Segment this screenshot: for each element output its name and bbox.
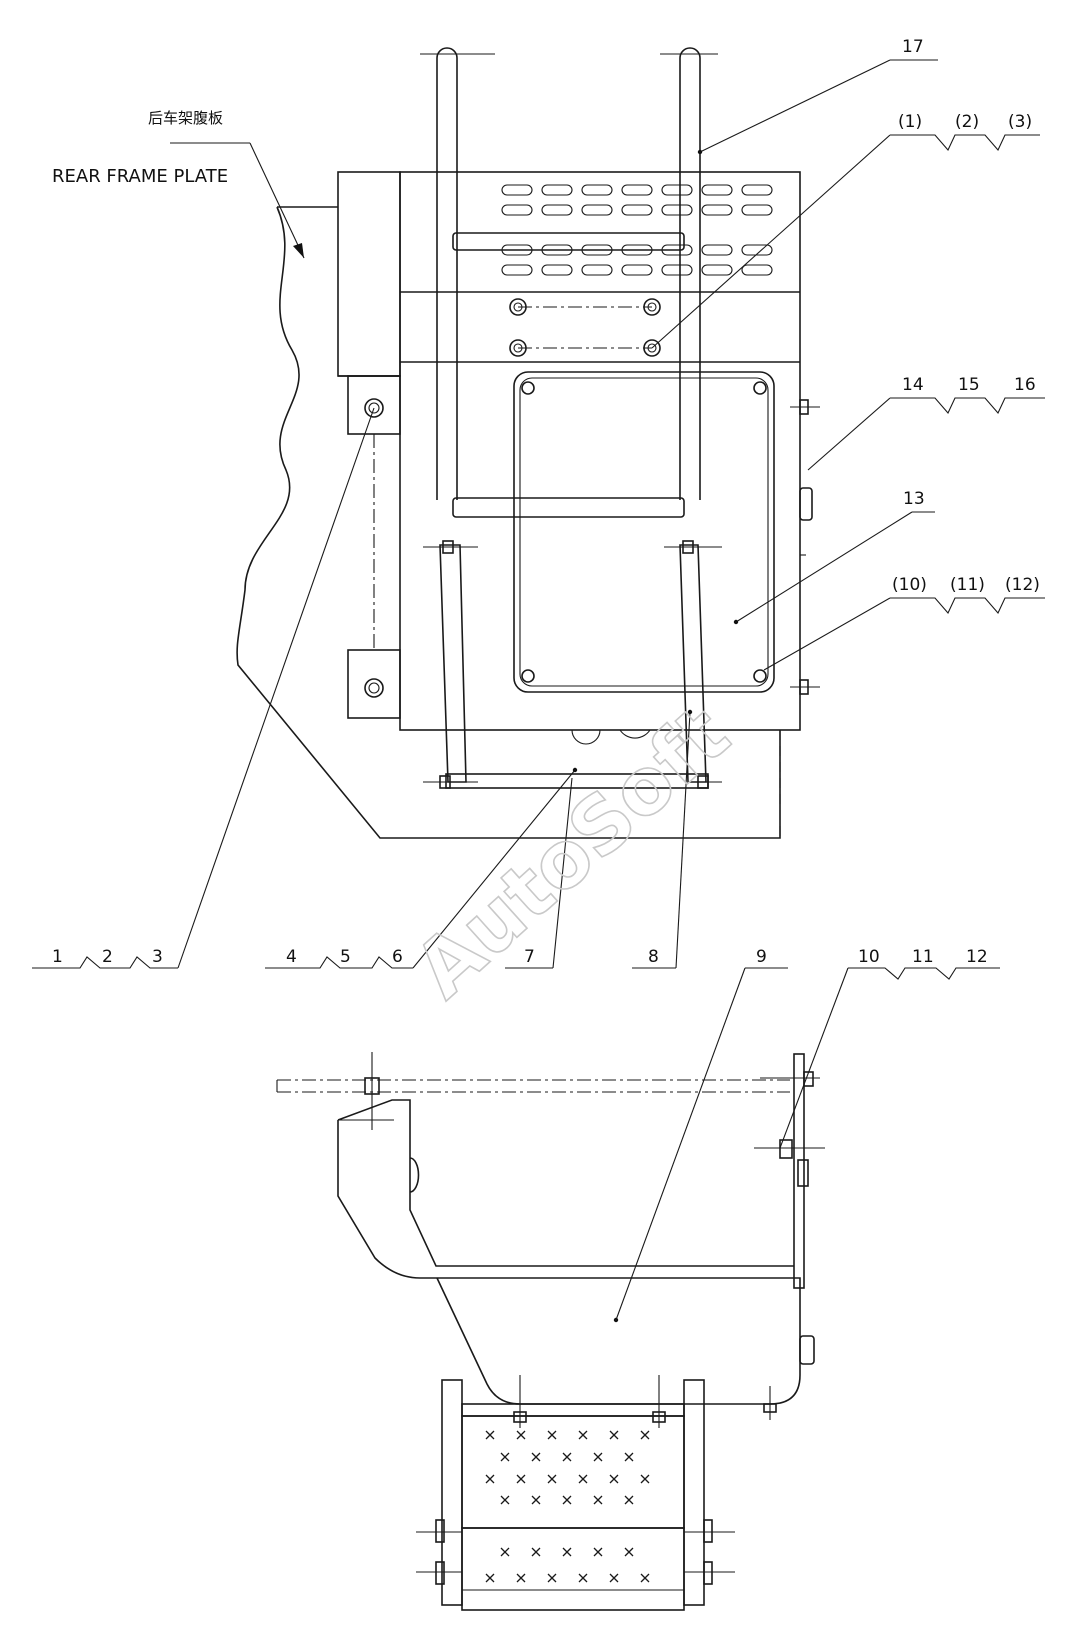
frame-bracket-upper	[347, 375, 401, 435]
callout-14: 14	[902, 375, 924, 395]
side-leader-lines	[615, 967, 1000, 1321]
step-tread-lower	[461, 1527, 685, 1611]
callout-3p: (3)	[1008, 112, 1032, 132]
anti-slip-mark	[547, 1430, 557, 1440]
callout-2: 2	[102, 947, 113, 967]
anti-slip-mark	[562, 1547, 572, 1557]
latch-knob-side	[799, 1335, 815, 1365]
step-tread-upper	[461, 1415, 685, 1529]
anti-slip-mark	[624, 1495, 634, 1505]
vent-slots	[501, 184, 773, 276]
anti-slip-mark	[516, 1474, 526, 1484]
callout-11: 11	[912, 947, 934, 967]
ladder-right-rail	[679, 47, 701, 500]
callout-5: 5	[340, 947, 351, 967]
callout-15: 15	[958, 375, 980, 395]
anti-slip-mark	[485, 1474, 495, 1484]
frame-plate-label-cn: 后车架腹板	[148, 109, 223, 127]
anti-slip-mark	[516, 1430, 526, 1440]
frame-plate-label-en: REAR FRAME PLATE	[52, 166, 228, 187]
callout-17: 17	[902, 37, 924, 57]
latch-knob	[799, 487, 813, 521]
anti-slip-mark	[593, 1547, 603, 1557]
callout-13: 13	[903, 489, 925, 509]
ladder-left-rail	[436, 47, 458, 500]
anti-slip-mark	[500, 1495, 510, 1505]
anti-slip-mark	[516, 1573, 526, 1583]
box-side-profile	[337, 1120, 801, 1405]
top-view	[32, 47, 1045, 969]
anti-slip-pattern	[485, 1430, 650, 1583]
callout-4: 4	[286, 947, 297, 967]
anti-slip-mark	[640, 1430, 650, 1440]
callout-2p: (2)	[955, 112, 979, 132]
anti-slip-mark	[609, 1573, 619, 1583]
anti-slip-mark	[485, 1430, 495, 1440]
cover-plate-outer	[513, 371, 775, 693]
leader-lines	[32, 59, 1045, 969]
callout-3: 3	[152, 947, 163, 967]
anti-slip-mark	[640, 1474, 650, 1484]
side-mount-plate	[793, 1053, 805, 1289]
callout-10p: (10)	[892, 575, 927, 595]
callout-12p: (12)	[1005, 575, 1040, 595]
ladder-upper-step	[452, 232, 685, 251]
anti-slip-mark	[609, 1474, 619, 1484]
frame-bracket-lower	[347, 649, 401, 719]
leader-dots	[572, 149, 739, 773]
anti-slip-mark	[640, 1573, 650, 1583]
callout-12: 12	[966, 947, 988, 967]
hinged-step-left-arm	[439, 544, 467, 783]
anti-slip-mark	[609, 1430, 619, 1440]
hanging-step	[416, 1379, 735, 1611]
anti-slip-mark	[578, 1474, 588, 1484]
callout-8: 8	[648, 947, 659, 967]
anti-slip-mark	[500, 1547, 510, 1557]
anti-slip-mark	[531, 1452, 541, 1462]
anti-slip-mark	[593, 1452, 603, 1462]
box-side-flange	[337, 171, 401, 377]
arrow-head	[293, 243, 304, 258]
callout-10: 10	[858, 947, 880, 967]
anti-slip-mark	[531, 1547, 541, 1557]
anti-slip-mark	[547, 1474, 557, 1484]
anti-slip-mark	[578, 1430, 588, 1440]
battery-box-body	[399, 171, 801, 731]
anti-slip-mark	[547, 1573, 557, 1583]
anti-slip-mark	[578, 1573, 588, 1583]
callout-11p: (11)	[950, 575, 985, 595]
anti-slip-mark	[531, 1495, 541, 1505]
rear-frame-plate-edge	[236, 206, 781, 839]
anti-slip-mark	[500, 1452, 510, 1462]
anti-slip-mark	[624, 1452, 634, 1462]
anti-slip-mark	[562, 1452, 572, 1462]
anti-slip-mark	[562, 1495, 572, 1505]
anti-slip-mark	[593, 1495, 603, 1505]
watermark: AutoSoft	[398, 689, 746, 1015]
callout-1p: (1)	[898, 112, 922, 132]
callout-9: 9	[756, 947, 767, 967]
cover-plate-inner	[519, 377, 769, 687]
box-inner-flange	[337, 1099, 794, 1267]
ladder-lower-step	[452, 497, 685, 518]
cover-plate-bolts	[521, 381, 767, 683]
side-view	[276, 967, 1000, 1611]
callout-1: 1	[52, 947, 63, 967]
anti-slip-mark	[624, 1547, 634, 1557]
anti-slip-mark	[485, 1573, 495, 1583]
callout-16: 16	[1014, 375, 1036, 395]
bolt-group-upper	[509, 298, 661, 357]
callout-7: 7	[524, 947, 535, 967]
callout-6: 6	[392, 947, 403, 967]
